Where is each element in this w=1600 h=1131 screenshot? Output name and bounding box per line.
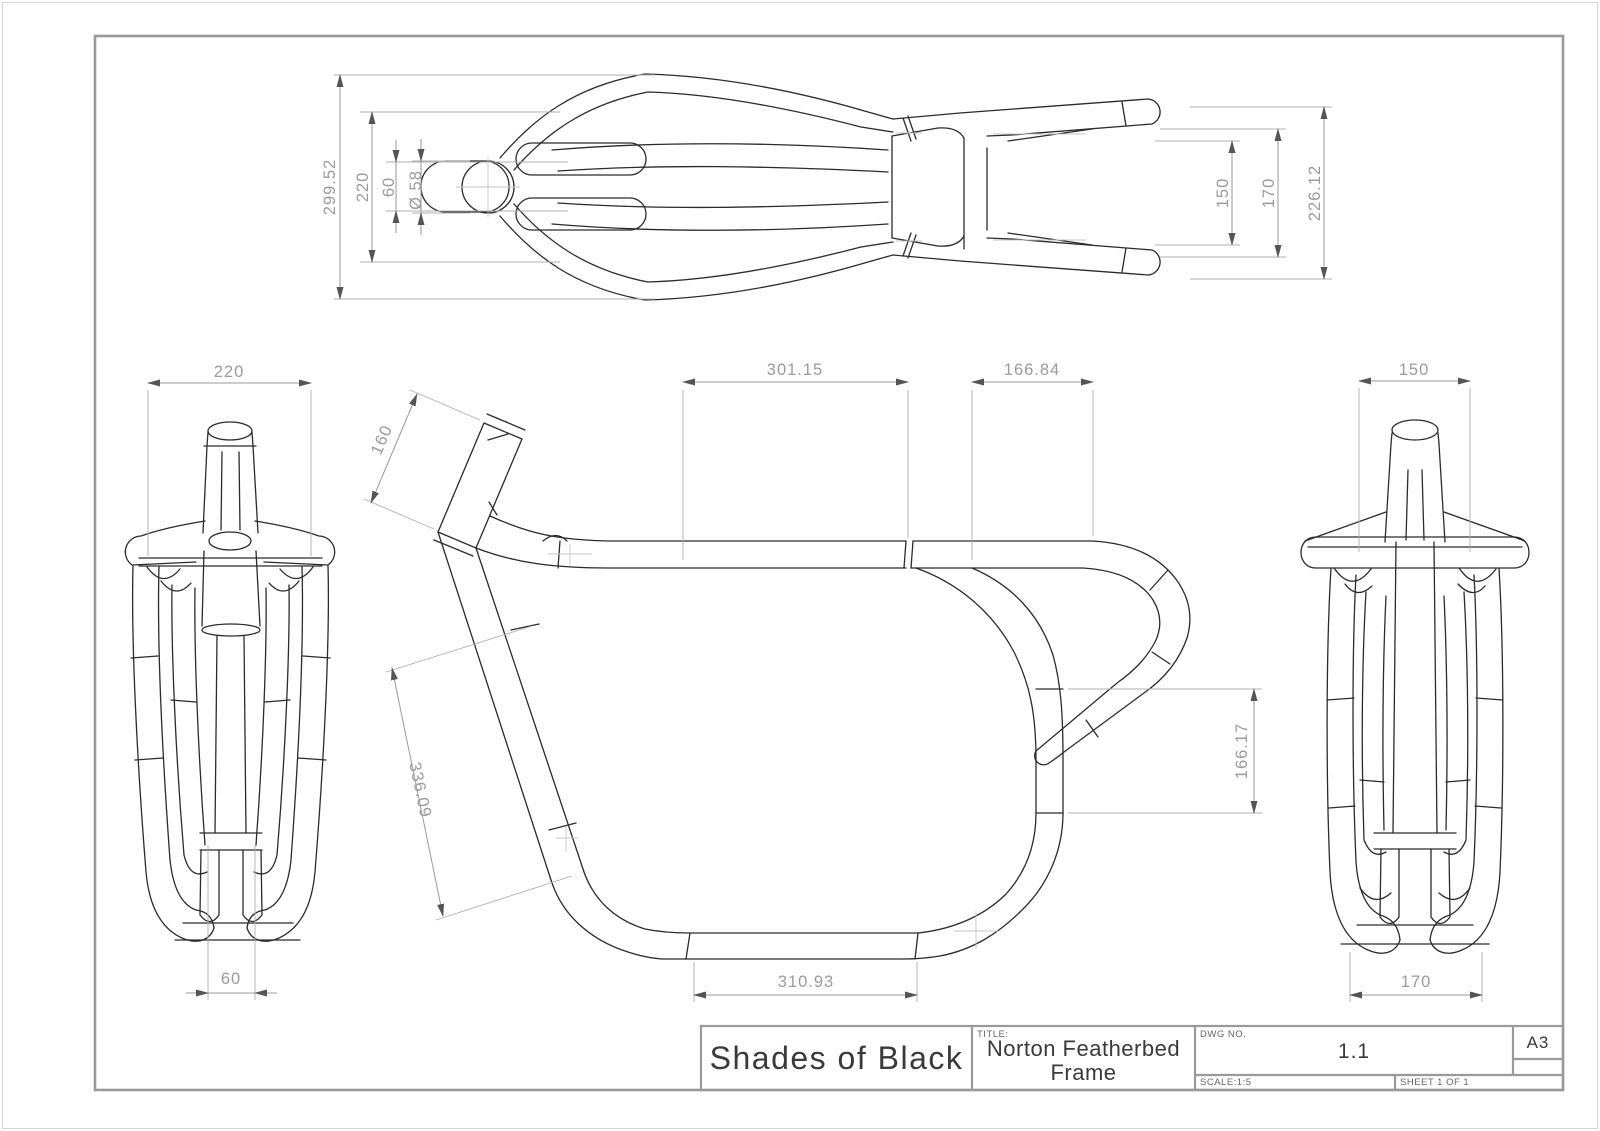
side-view-geometry bbox=[433, 413, 1191, 960]
drawing-frame bbox=[93, 34, 1565, 1092]
top-view-centerlines bbox=[456, 132, 1086, 242]
company-name: Shades of Black bbox=[709, 1039, 964, 1076]
side-view-centerlines bbox=[548, 544, 998, 949]
drawing-title-line1: Norton Featherbed bbox=[986, 1035, 1181, 1061]
dwg-no-label: DWG NO. bbox=[1200, 1029, 1247, 1040]
dim-side-rear-top: 166.84 bbox=[1004, 361, 1060, 379]
dim-front-width: 220 bbox=[214, 363, 245, 381]
title-label: TITLE: bbox=[977, 1029, 1009, 1040]
scale-value: SCALE:1:5 bbox=[1200, 1077, 1252, 1088]
dim-top-outer: 220 bbox=[354, 172, 372, 203]
front-view-geometry bbox=[124, 421, 336, 942]
dim-top-rear-overall: 226.12 bbox=[1306, 165, 1324, 221]
dim-top-rear-inner: 150 bbox=[1214, 178, 1232, 209]
rear-view-geometry bbox=[1300, 419, 1530, 954]
dim-side-down-tube: 336.09 bbox=[405, 761, 434, 820]
top-view: 299.52 220 60 Ø 58 150 170 bbox=[321, 73, 1332, 301]
paper-size: A3 bbox=[1526, 1032, 1550, 1052]
dim-top-rear-mid: 170 bbox=[1260, 178, 1278, 209]
horn-upper bbox=[515, 142, 647, 176]
dwg-no-value: 1.1 bbox=[1337, 1040, 1371, 1063]
horn-lower bbox=[515, 197, 647, 231]
dim-side-top-tube: 301.15 bbox=[767, 361, 823, 379]
seat-post-cap bbox=[1391, 419, 1439, 441]
rear-view: 150 170 bbox=[1300, 361, 1530, 1002]
drawing-title: Norton Featherbed Frame bbox=[972, 1036, 1195, 1086]
front-view: 220 60 bbox=[124, 363, 336, 1000]
top-view-dimensions: 299.52 220 60 Ø 58 150 170 bbox=[321, 74, 1332, 300]
rear-view-dimensions: 150 170 bbox=[1349, 361, 1483, 1002]
top-view-geometry bbox=[420, 73, 1161, 301]
title-block-grid bbox=[699, 1024, 1565, 1092]
sheet-value: SHEET 1 OF 1 bbox=[1400, 1077, 1470, 1088]
steering-stem-cap bbox=[207, 421, 253, 441]
dim-rear-rail-span: 170 bbox=[1401, 973, 1432, 991]
head-tube bbox=[437, 422, 523, 549]
dim-rear-width: 150 bbox=[1399, 361, 1430, 379]
drawing-title-line2: Frame bbox=[1050, 1060, 1117, 1085]
steering-lug-top bbox=[420, 160, 510, 213]
dim-top-tube-gap: 60 bbox=[380, 177, 398, 197]
dim-top-head-dia: Ø 58 bbox=[407, 170, 425, 210]
dim-side-bottom-rail: 310.93 bbox=[778, 973, 834, 991]
front-view-dimensions: 220 60 bbox=[147, 363, 312, 1000]
side-view-dimensions: 160 301.15 166.84 336.09 166.17 310.93 bbox=[363, 361, 1262, 1002]
dim-top-overall: 299.52 bbox=[321, 159, 339, 215]
side-view: 160 301.15 166.84 336.09 166.17 310.93 bbox=[363, 361, 1262, 1002]
dim-front-rail-gap: 60 bbox=[221, 970, 241, 988]
dim-side-rear-height: 166.17 bbox=[1233, 723, 1251, 779]
